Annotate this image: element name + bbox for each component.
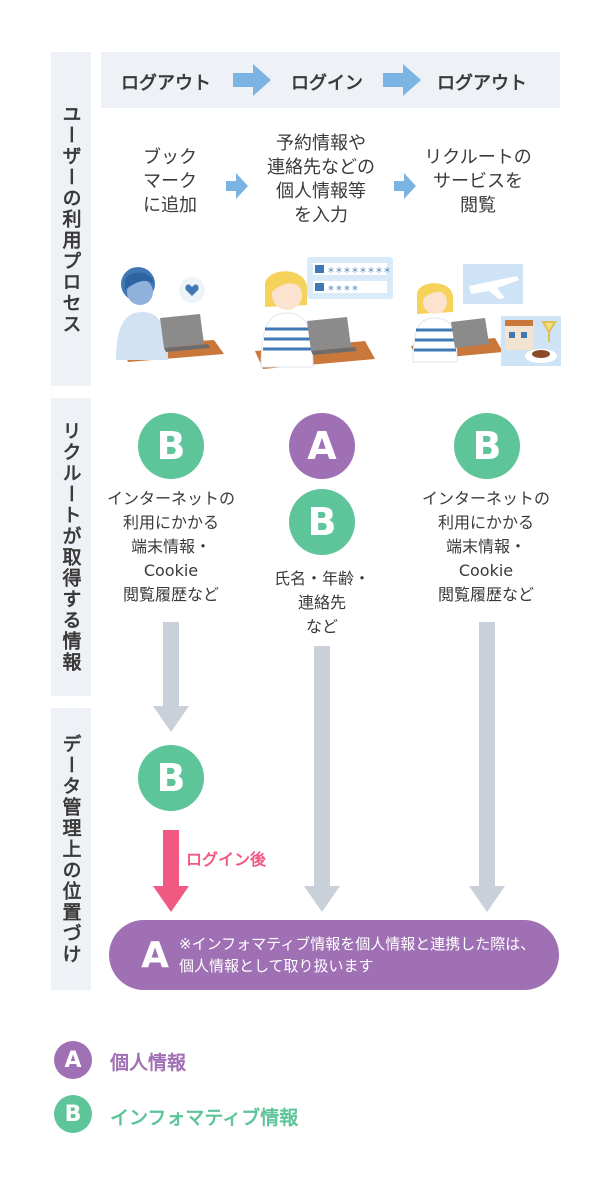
flow-arrow-icon <box>233 64 271 96</box>
down-arrow-icon <box>304 646 340 912</box>
badge-b-col2: B <box>289 489 355 555</box>
step-login: ログイン <box>291 73 363 94</box>
down-arrow-icon <box>469 622 505 912</box>
note-badge-a: A <box>141 934 169 976</box>
small-arrow-icon <box>226 173 248 199</box>
down-arrow-icon <box>153 622 189 732</box>
info-col1: インターネットの 利用にかかる 端末情報・ Cookie 閲覧履歴など <box>106 489 235 604</box>
action-browse-service: リクルートの サービスを 閲覧 <box>424 147 532 216</box>
note-text: ※インフォマティブ情報を個人情報と連携した際は、個人情報として取り扱います <box>179 935 536 975</box>
flow-arrow-icon <box>383 64 421 96</box>
user-input-illustration: ＊＊＊＊＊＊＊＊ ＊＊＊＊ <box>255 257 393 369</box>
form-mask-line1: ＊＊＊＊＊＊＊＊ <box>327 266 391 275</box>
info-col2: 氏名・年齢・ 連絡先 など <box>273 569 370 636</box>
legend-label-b: インフォマティブ情報 <box>110 1107 299 1129</box>
airplane-icon <box>469 276 519 299</box>
badge-a-col2: A <box>289 413 355 479</box>
action-bookmark: ブック マーク に追加 <box>143 147 197 216</box>
action-input-personal-info: 予約情報や 連絡先などの 個人情報等 を入力 <box>267 133 375 226</box>
side-label-data-position: データ管理上の位置づけ <box>59 733 82 965</box>
legend-badge-b: B <box>54 1095 92 1133</box>
personal-info-note: A ※インフォマティブ情報を個人情報と連携した際は、個人情報として取り扱います <box>109 920 559 990</box>
legend-label-a: 個人情報 <box>110 1052 187 1074</box>
login-flow-bar: ログアウト ログイン ログアウト <box>101 52 560 108</box>
side-panel-acquired: リクルートが取得する情報 <box>51 398 91 696</box>
form-mask-line2: ＊＊＊＊ <box>327 284 359 293</box>
badge-b-col3: B <box>454 413 520 479</box>
user-browse-illustration <box>411 264 561 366</box>
heart-icon <box>185 284 199 296</box>
badge-b-data: B <box>138 745 204 811</box>
side-panel-process: ユーザーの利用プロセス <box>51 52 91 386</box>
side-label-acquired: リクルートが取得する情報 <box>59 421 82 673</box>
step-logout-2: ログアウト <box>437 73 527 94</box>
pink-down-arrow-icon <box>153 830 189 912</box>
badge-b-col1: B <box>138 413 204 479</box>
side-label-process: ユーザーの利用プロセス <box>59 103 82 335</box>
after-login-label: ログイン後 <box>186 850 267 869</box>
legend-badge-a: A <box>54 1041 92 1079</box>
side-panel-data-position: データ管理上の位置づけ <box>51 708 91 990</box>
step-logout-1: ログアウト <box>121 73 211 94</box>
small-arrow-icon <box>394 173 416 199</box>
info-col3: インターネットの 利用にかかる 端末情報・ Cookie 閲覧履歴など <box>421 489 550 604</box>
user-bookmark-illustration <box>116 267 224 362</box>
